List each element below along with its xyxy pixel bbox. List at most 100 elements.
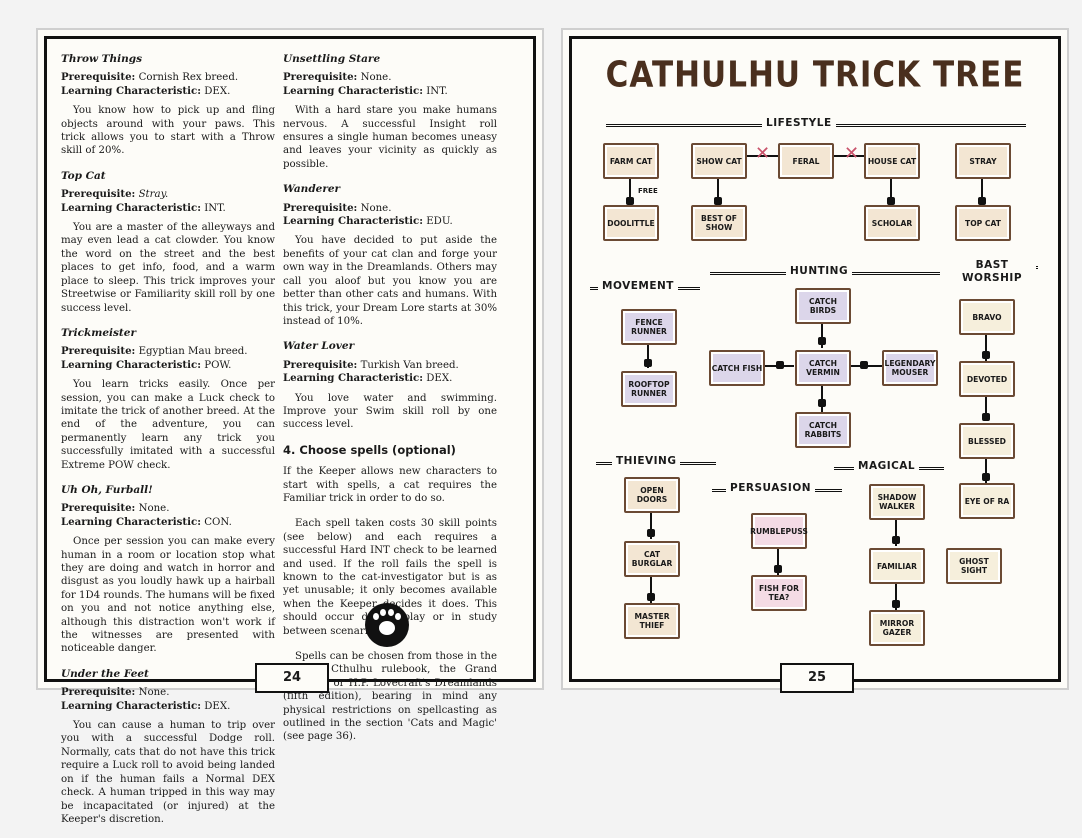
category-label: MAGICAL — [854, 460, 920, 472]
prereq-label: Prerequisite: — [283, 358, 358, 371]
learn-label: Learning Characteristic: — [61, 84, 201, 97]
connector — [895, 516, 897, 546]
prereq-label: Prerequisite: — [61, 345, 136, 358]
pointing-hand-icon — [647, 593, 655, 601]
connector — [895, 580, 897, 610]
trick-entry: Wanderer Prerequisite: None. Learning Ch… — [283, 183, 497, 328]
learn-value: EDU. — [426, 216, 453, 228]
node-ghost-sight: GHOST SIGHT — [946, 548, 1002, 584]
node-open-doors: OPEN DOORS — [624, 477, 680, 513]
connector — [777, 545, 779, 575]
pointing-hand-icon — [626, 197, 634, 205]
pointing-hand-icon — [982, 351, 990, 359]
node-feral: FERAL — [778, 143, 834, 179]
trick-body: You can cause a human to trip over you w… — [61, 720, 275, 825]
trick-entry: Under the Feet Prerequisite: None. Learn… — [61, 668, 275, 826]
pointing-hand-icon — [818, 337, 826, 345]
pointing-hand-icon — [860, 361, 868, 369]
node-fence-runner: FENCE RUNNER — [621, 309, 677, 345]
learn-label: Learning Characteristic: — [283, 215, 423, 228]
pointing-hand-icon — [978, 197, 986, 205]
trick-entry: Water Lover Prerequisite: Turkish Van br… — [283, 340, 497, 431]
learn-value: INT. — [426, 85, 448, 97]
connector — [821, 320, 823, 348]
category-label: HUNTING — [786, 265, 853, 277]
trick-body: You have decided to put aside the benefi… — [283, 235, 497, 327]
prereq-value: None. — [360, 72, 392, 84]
pointing-hand-icon — [714, 197, 722, 205]
prereq-value: Egyptian Mau breed. — [138, 346, 248, 358]
prereq-label: Prerequisite: — [61, 71, 136, 84]
node-catch-fish: CATCH FISH — [709, 350, 765, 386]
prereq-label: Prerequisite: — [283, 201, 358, 214]
prereq-label: Prerequisite: — [61, 188, 136, 201]
node-scholar: SCHOLAR — [864, 205, 920, 241]
learn-value: POW. — [204, 359, 232, 371]
left-column-2: Unsettling Stare Prerequisite: None. Lea… — [283, 53, 497, 756]
learn-value: CON. — [204, 516, 232, 528]
learn-label: Learning Characteristic: — [61, 699, 201, 712]
learn-value: DEX. — [204, 85, 231, 97]
prereq-label: Prerequisite: — [61, 502, 136, 515]
trick-entry: Unsettling Stare Prerequisite: None. Lea… — [283, 53, 497, 171]
trick-body: You know how to pick up and fling object… — [61, 105, 275, 157]
connector — [985, 395, 987, 421]
node-rooftop-runner: ROOFTOP RUNNER — [621, 371, 677, 407]
learn-label: Learning Characteristic: — [283, 84, 423, 97]
trick-body: You learn tricks easily. Once per sessio… — [61, 379, 275, 471]
trick-entry: Throw Things Prerequisite: Cornish Rex b… — [61, 53, 275, 158]
blocked-x-icon: ✕ — [844, 143, 860, 164]
trick-body: You love water and swimming. Improve you… — [283, 392, 497, 431]
page-number: 24 — [255, 663, 329, 693]
pointing-hand-icon — [892, 536, 900, 544]
prereq-value: Stray. — [138, 189, 169, 201]
node-house-cat: HOUSE CAT — [864, 143, 920, 179]
pointing-hand-icon — [647, 529, 655, 537]
node-blessed: BLESSED — [959, 423, 1015, 459]
free-label: FREE — [638, 187, 658, 195]
trick-title: Top Cat — [61, 169, 106, 182]
trick-body: You are a master of the alleyways and ma… — [61, 222, 275, 314]
trick-title: Water Lover — [283, 340, 355, 353]
blocked-x-icon: ✕ — [755, 143, 771, 164]
connector — [890, 175, 892, 207]
pointing-hand-icon — [892, 600, 900, 608]
connector — [821, 382, 823, 412]
node-best-of-show: BEST OF SHOW — [691, 205, 747, 241]
node-catch-rabbits: CATCH RABBITS — [795, 412, 851, 448]
learn-label: Learning Characteristic: — [61, 515, 201, 528]
node-cat-burglar: CAT BURGLAR — [624, 541, 680, 577]
prereq-label: Prerequisite: — [61, 686, 136, 699]
pointing-hand-icon — [982, 473, 990, 481]
learn-label: Learning Characteristic: — [61, 358, 201, 371]
spells-paragraph: If the Keeper allows new characters to s… — [283, 466, 497, 504]
trick-body: Once per session you can make every huma… — [61, 536, 275, 655]
node-doolittle: DOOLITTLE — [603, 205, 659, 241]
connector — [647, 342, 649, 368]
node-familiar: FAMILIAR — [869, 548, 925, 584]
prereq-label: Prerequisite: — [283, 71, 358, 84]
node-legendary-mouser: LEGENDARY MOUSER — [882, 350, 938, 386]
right-page: CATHULHU TRICK TREE LIFESTYLE MOVEMENT H… — [569, 36, 1061, 693]
pointing-hand-icon — [776, 361, 784, 369]
pointing-hand-icon — [887, 197, 895, 205]
pointing-hand-icon — [818, 399, 826, 407]
node-catch-birds: CATCH BIRDS — [795, 288, 851, 324]
trick-body: With a hard stare you make humans nervou… — [283, 105, 497, 170]
node-shadow-walker: SHADOW WALKER — [869, 484, 925, 520]
pointing-hand-icon — [982, 413, 990, 421]
left-page: Throw Things Prerequisite: Cornish Rex b… — [44, 36, 536, 825]
learn-label: Learning Characteristic: — [61, 201, 201, 214]
prereq-value: None. — [360, 202, 392, 214]
prereq-value: Turkish Van breed. — [360, 359, 459, 371]
connector — [650, 573, 652, 603]
trick-title: Unsettling Stare — [283, 53, 381, 65]
trick-title: Throw Things — [61, 53, 143, 65]
category-label: MOVEMENT — [598, 280, 678, 292]
connector — [629, 175, 631, 207]
category-label: PERSUASION — [726, 482, 816, 494]
connector — [981, 175, 983, 207]
trick-entry: Top Cat Prerequisite: Stray. Learning Ch… — [61, 170, 275, 315]
connector — [985, 455, 987, 483]
connector — [650, 509, 652, 539]
